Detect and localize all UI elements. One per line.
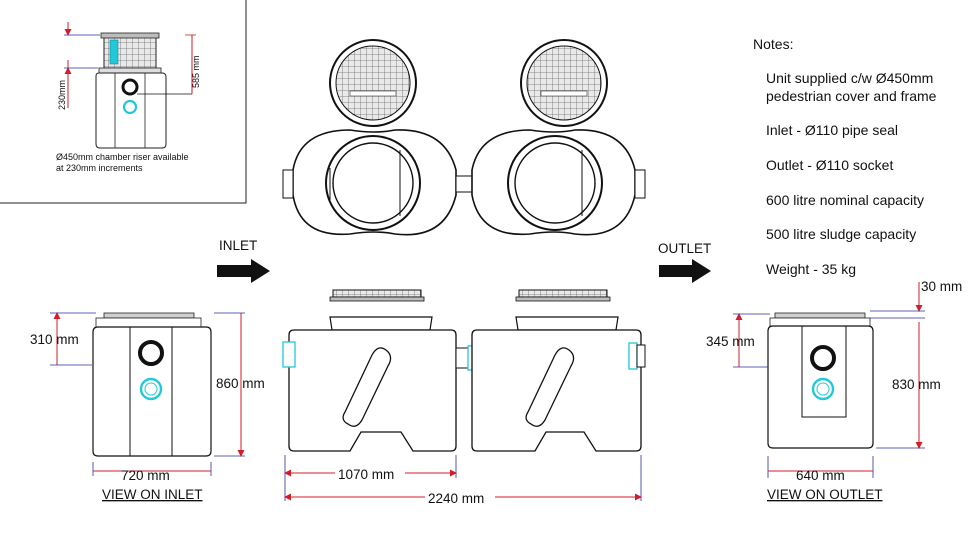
outlet-end-view: 30 mm 345 mm 830 mm 640 mm VIEW ON OUTLE…: [706, 279, 962, 502]
outlet-height-dim: 830 mm: [892, 377, 941, 392]
outlet-label: OUTLET: [658, 241, 711, 256]
outlet-lid-dim: 30 mm: [921, 279, 962, 294]
side-tank-left: [282, 316, 457, 452]
manhole-cover-right: [520, 39, 608, 127]
notes-panel: Notes: Unit supplied c/w Ø450mm pedestri…: [753, 36, 937, 277]
inlet-width-dim: 720 mm: [121, 468, 170, 483]
riser-note-line2: at 230mm increments: [56, 163, 143, 173]
outlet-view-caption: VIEW ON OUTLET: [767, 487, 883, 502]
note-item: Outlet - Ø110 socket: [766, 157, 893, 173]
inlet-view-caption: VIEW ON INLET: [102, 487, 203, 502]
outlet-width-dim: 640 mm: [796, 468, 845, 483]
inlet-flow-indicator: INLET: [217, 238, 270, 283]
inlet-end-view: 310 mm 860 mm 720 mm VIEW ON INLET: [30, 312, 265, 502]
note-item: Weight - 35 kg: [766, 261, 856, 277]
tank-length-dim: 1070 mm: [338, 467, 394, 482]
manhole-cover-left: [329, 39, 417, 127]
riser-inset: 585 mm 230mm Ø450mm chamber riser availa…: [0, 0, 247, 204]
230mm-dim-label: 230mm: [57, 80, 67, 110]
note-item: Unit supplied c/w Ø450mm: [766, 70, 933, 86]
top-plan-view: [282, 39, 646, 236]
riser-note-line1: Ø450mm chamber riser available: [56, 152, 189, 162]
outlet-top-dim: 345 mm: [706, 334, 755, 349]
tank-plan-right: [471, 129, 646, 236]
note-item: Inlet - Ø110 pipe seal: [766, 122, 898, 138]
note-item: 600 litre nominal capacity: [766, 192, 924, 208]
outlet-flow-indicator: OUTLET: [658, 241, 711, 283]
side-elevation-view: 1070 mm 2240 mm: [282, 289, 646, 506]
total-length-dim: 2240 mm: [428, 491, 484, 506]
inlet-label: INLET: [219, 238, 257, 253]
side-lid-left: [329, 289, 425, 302]
note-item: pedestrian cover and frame: [766, 88, 937, 104]
riser-dim-label: 585 mm: [191, 55, 201, 88]
inlet-top-dim: 310 mm: [30, 332, 79, 347]
tank-plan-left: [282, 129, 457, 236]
note-item: 500 litre sludge capacity: [766, 226, 916, 242]
side-tank-right: [471, 316, 646, 452]
inlet-height-dim: 860 mm: [216, 376, 265, 391]
notes-heading: Notes:: [753, 36, 793, 52]
side-lid-right: [515, 289, 611, 302]
